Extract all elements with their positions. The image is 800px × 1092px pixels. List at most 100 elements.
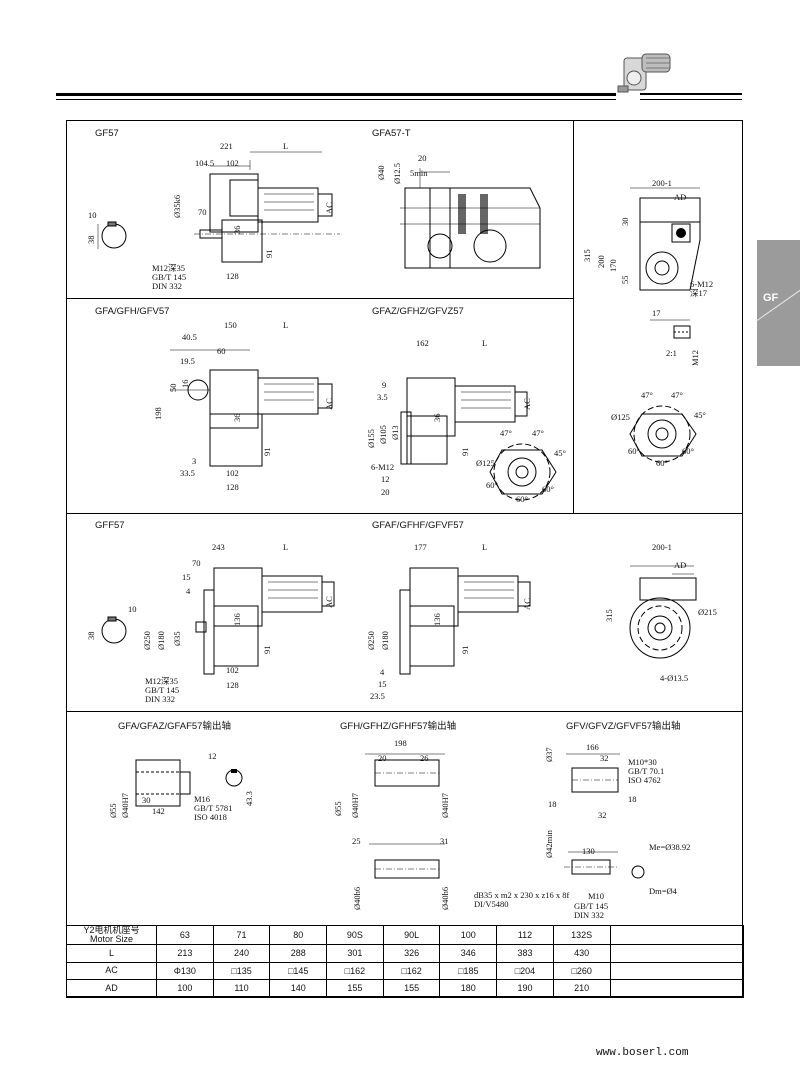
motor-size-table-body: Y2电机机座号 Motor Size 63 71 80 90S 90L 100 … — [66, 925, 744, 998]
note-line: DI/V5480 — [474, 899, 509, 909]
dim-gff57-35: Ø35 — [172, 631, 182, 646]
dim-shaft-gfa-30: 30 — [142, 795, 151, 805]
note-line: 深17 — [690, 288, 708, 298]
gfaf57-drawing — [390, 560, 550, 690]
table-cell: □204 — [496, 961, 554, 980]
dim-gfaf57-AC: AC — [522, 598, 532, 610]
dim-gff57-L: L — [283, 542, 289, 552]
dim-flange-mid-60c: 60° — [542, 484, 554, 494]
dim-flange-mid-47b: 47° — [532, 428, 544, 438]
table-cell: 430 — [552, 944, 611, 963]
dim-gf57-221: 221 — [220, 141, 233, 151]
table-row-label: AC — [66, 961, 157, 980]
table-cell-empty — [609, 979, 744, 998]
dim-flange-top-60c: 60° — [682, 446, 694, 456]
dim-gfa57-198: 198 — [153, 407, 163, 420]
table-cell: 326 — [382, 944, 441, 963]
table-cell: 140 — [269, 979, 328, 998]
dim-gfa57-128: 128 — [226, 482, 239, 492]
table-row: L 213 240 288 301 326 346 383 430 — [66, 944, 744, 963]
dim-shaft-gfa-40: Ø40H7 — [120, 792, 130, 818]
table-cell-empty — [609, 961, 744, 980]
shaft-gfa-drawing — [112, 750, 242, 820]
dim-gfa57t-5min: 5min — [410, 168, 428, 178]
dim-gff57-250: Ø250 — [142, 631, 152, 650]
dim-gf57-L: L — [283, 141, 289, 151]
note-line: GB/T 70.1 — [628, 766, 665, 776]
gf57-drawing — [190, 160, 350, 270]
dim-gfaf57-4: 4 — [380, 667, 385, 677]
note-shaft-gfv-spline: dB35 x m2 x 230 x z16 x 8f DI/V5480 — [474, 891, 569, 909]
dim-gfaf57-250: Ø250 — [366, 631, 376, 650]
note-gf57-center-hole: M12深35 GB/T 145 DIN 332 — [152, 264, 186, 291]
footer-url[interactable]: www.boserl.com — [596, 1047, 689, 1059]
dim-gf57-key-width: 10 — [88, 210, 97, 220]
header-rule-right — [640, 93, 742, 95]
dim-flange-mid-125: Ø125 — [476, 458, 495, 468]
table-cell: 80 — [269, 925, 328, 945]
side-view-top — [600, 180, 720, 300]
dim-gff57-key-height: 38 — [86, 631, 96, 641]
table-cell: □260 — [552, 961, 611, 980]
dim-shaft-gfh-40a: Ø40H7 — [350, 792, 360, 818]
dim-side-17: 17 — [652, 308, 661, 318]
dim-shaft-gfh-40h6a: Ø40h6 — [352, 886, 362, 910]
dim-shaft-gfv-32a: 32 — [600, 753, 609, 763]
flange-view-top-right — [622, 394, 702, 474]
dim-shaft-gfa-43-3: 43.3 — [244, 791, 254, 806]
dim-shaft-gfv-18b: 18 — [628, 794, 637, 804]
dim-shaft-gfa-142: 142 — [152, 806, 165, 816]
header-rule-right-thin — [640, 99, 742, 100]
dim-gfa57-150: 150 — [224, 320, 237, 330]
dim-flange-top-45: 45° — [694, 410, 706, 420]
section-title-gfa57: GFA/GFH/GFV57 — [95, 306, 170, 317]
dim-gfaz57-36: 36 — [432, 413, 442, 423]
section-title-gfa57t: GFA57-T — [372, 128, 411, 139]
note-line: GB/T 145 — [152, 272, 187, 282]
gfa57t-drawing — [400, 168, 550, 278]
dim-shaft-gfv-37: Ø37 — [544, 747, 554, 762]
dim-gfa57-L: L — [283, 320, 289, 330]
dim-gff57-180: Ø180 — [156, 631, 166, 650]
table-cell: □162 — [326, 961, 384, 980]
dim-flange-mid-60b: 60° — [516, 494, 528, 504]
table-cell: 210 — [552, 979, 611, 998]
frame-divider-2 — [66, 513, 743, 514]
dim-gf57-91: 91 — [264, 249, 274, 259]
table-cell: 132S — [552, 925, 611, 945]
dim-flange-mid-47a: 47° — [500, 428, 512, 438]
dim-gfaz57-9: 9 — [382, 380, 387, 390]
table-cell: 240 — [212, 944, 271, 963]
dim-gf57-36: 36 — [232, 225, 242, 235]
side-tab[interactable]: GF — [756, 240, 800, 366]
dim-gfa57t-dia40: Ø40 — [376, 165, 386, 180]
table-cell: 180 — [439, 979, 498, 998]
dim-shaft-gfv-Dm: Dm=Ø4 — [649, 886, 677, 896]
dim-gff57-70: 70 — [192, 558, 201, 568]
dim-gfaz57-AC: AC — [522, 398, 532, 410]
dim-gfa57-33-5: 33.5 — [180, 468, 195, 478]
dim-shaft-gfh-26: 26 — [420, 753, 429, 763]
note-line: 6-M12 — [690, 279, 714, 289]
gff57-shaft-end-view — [84, 600, 144, 660]
note-line: ISO 4762 — [628, 775, 661, 785]
table-cell: □162 — [382, 961, 441, 980]
dim-gfaz57-3-5: 3.5 — [377, 392, 388, 402]
note-line: DIN 332 — [152, 281, 182, 291]
shaft-gfh-drawing — [365, 740, 465, 910]
dim-side-M12: M12 — [690, 349, 700, 366]
dim-gfa57-AC: AC — [324, 398, 334, 410]
table-header-en: Motor Size — [89, 934, 133, 944]
dim-gfaf57-136: 136 — [432, 613, 442, 626]
gfa57-drawing — [170, 330, 340, 470]
dim-gfaz57-155: Ø155 — [366, 429, 376, 448]
table-cell: 90S — [326, 925, 384, 945]
dim-gfa57-50: 50 — [168, 383, 178, 393]
dim-shaft-gfh-25: 25 — [352, 836, 361, 846]
table-row-label: AD — [66, 979, 157, 998]
table-cell: 110 — [212, 979, 271, 998]
dim-flange-top-47a: 47° — [641, 390, 653, 400]
table-cell: □185 — [439, 961, 498, 980]
table-cell: 155 — [382, 979, 441, 998]
note-line: ISO 4018 — [194, 812, 227, 822]
